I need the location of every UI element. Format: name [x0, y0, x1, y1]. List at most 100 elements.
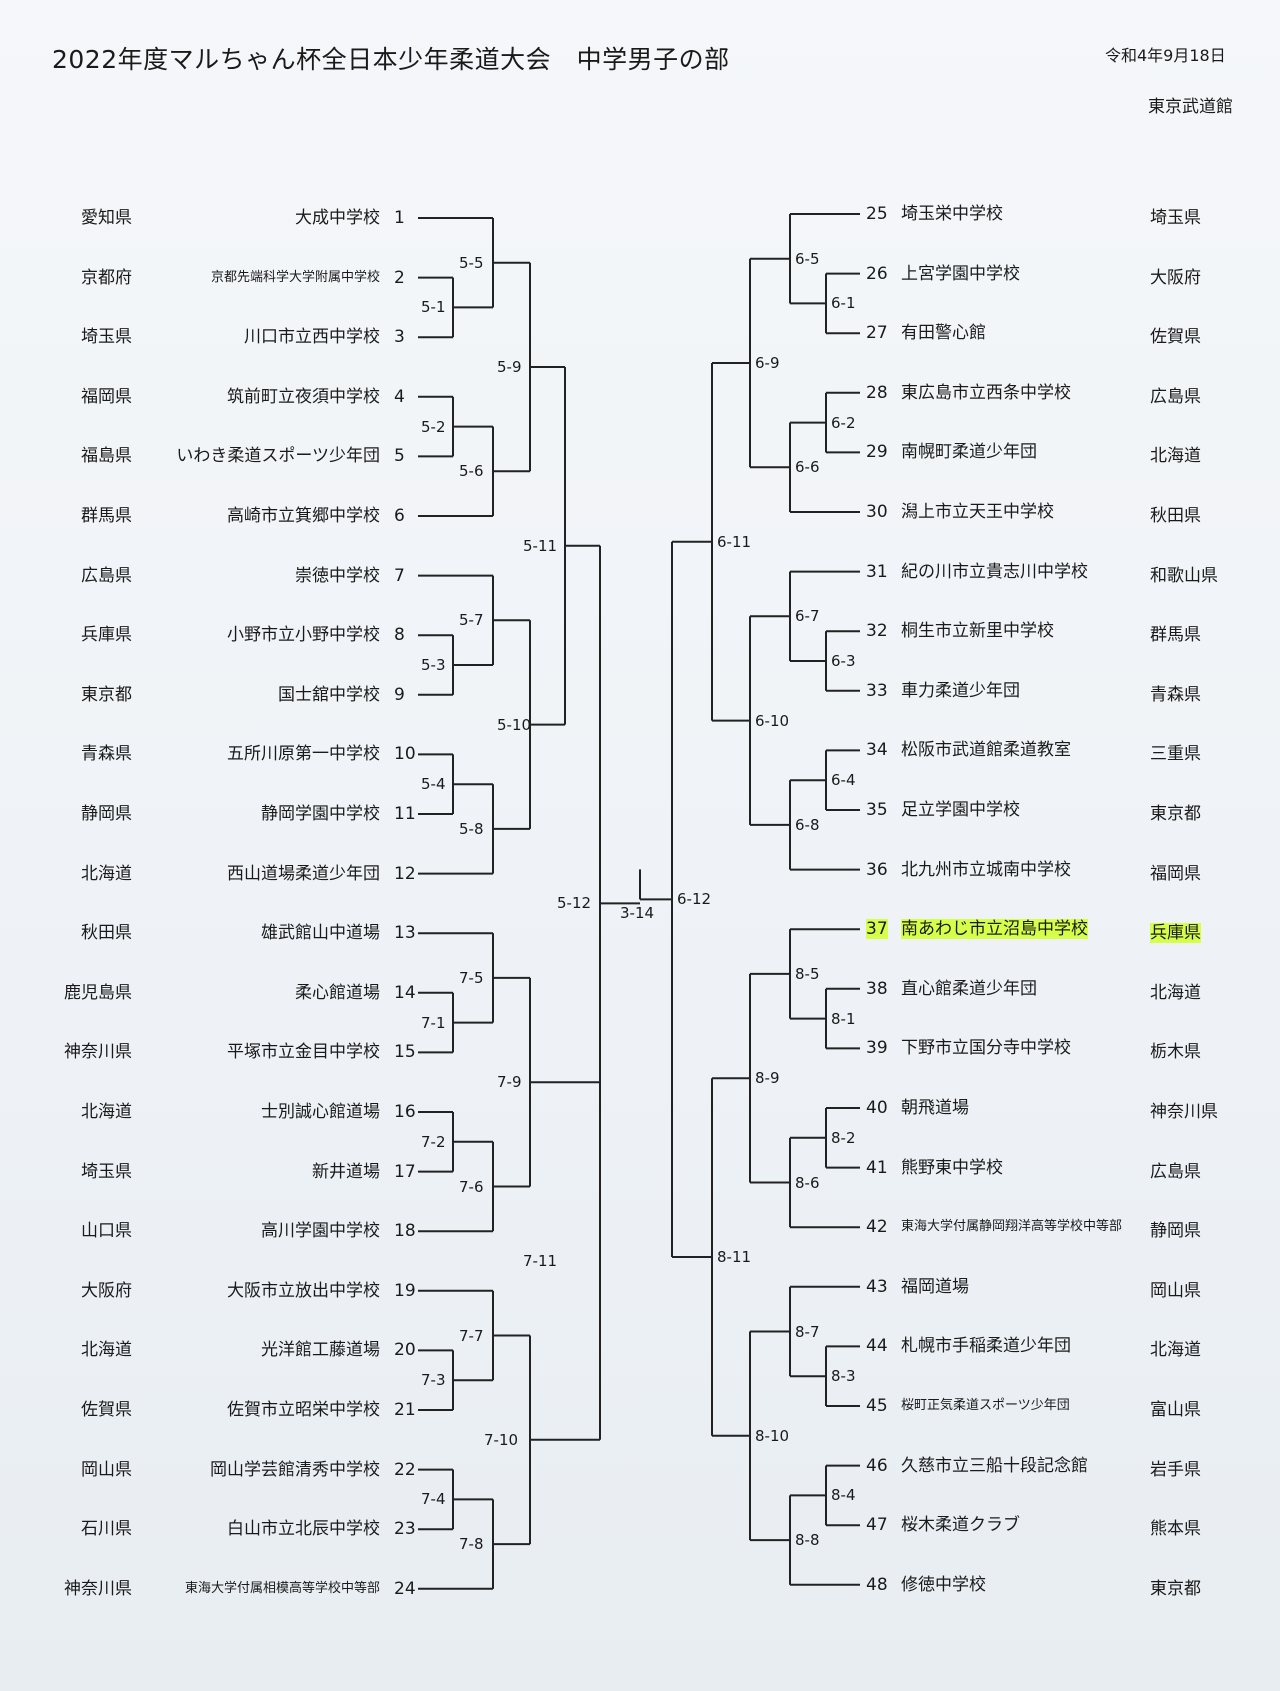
- entry-number: 23: [394, 1519, 416, 1540]
- entry-number: 14: [394, 982, 416, 1003]
- page-title: 2022年度マルちゃん杯全日本少年柔道大会 中学男子の部: [52, 45, 730, 74]
- entry-school: 崇徳中学校: [295, 565, 380, 586]
- match-label: 6-10: [755, 711, 790, 730]
- entry-prefecture: 北海道: [1150, 982, 1201, 1003]
- match-label: 6-5: [795, 249, 820, 268]
- entry-prefecture: 和歌山県: [1150, 565, 1218, 586]
- entry-prefecture: 栃木県: [1150, 1042, 1201, 1063]
- match-label: 8-5: [795, 964, 820, 983]
- entry-prefecture: 北海道: [1150, 1340, 1201, 1361]
- entry-school: 修徳中学校: [901, 1574, 986, 1595]
- entry-number: 38: [866, 978, 888, 999]
- entry-school: 埼玉栄中学校: [901, 204, 1003, 224]
- entry-school: 五所川原第一中学校: [227, 744, 380, 765]
- entry-prefecture: 石川県: [81, 1519, 132, 1540]
- entry-prefecture: 東京都: [81, 684, 132, 705]
- entry-prefecture: 広島県: [81, 565, 132, 586]
- entry-school: 東海大学付属静岡翔洋高等学校中等部: [901, 1219, 1123, 1235]
- entry-school: 桜町正気柔道スポーツ少年団: [901, 1398, 1070, 1413]
- entry-prefecture: 大阪府: [81, 1280, 132, 1301]
- entry-number: 1: [394, 208, 405, 228]
- event-venue: 東京武道館: [1148, 97, 1233, 117]
- entry-number: 34: [866, 740, 888, 761]
- entry-number: 15: [394, 1042, 416, 1063]
- entry-number: 43: [866, 1276, 888, 1297]
- entry-prefecture: 秋田県: [1150, 506, 1201, 526]
- match-label: 3-14: [620, 904, 655, 923]
- entry-number: 26: [866, 263, 888, 284]
- entry-school: 南幌町柔道少年団: [901, 442, 1037, 463]
- entry-number: 42: [866, 1217, 888, 1238]
- entry-prefecture: 岡山県: [81, 1459, 132, 1480]
- entry-school: 川口市立西中学校: [244, 327, 380, 348]
- entry-number: 2: [394, 267, 405, 288]
- entry-prefecture: 北海道: [81, 1340, 132, 1361]
- entry-school: 佐賀市立昭栄中学校: [227, 1400, 380, 1420]
- entry-prefecture: 静岡県: [81, 804, 132, 824]
- entry-school: 桐生市立新里中学校: [901, 621, 1054, 642]
- match-label: 5-9: [497, 358, 522, 376]
- match-label: 8-6: [795, 1173, 820, 1192]
- entry-number: 9: [394, 684, 405, 705]
- match-label: 5-11: [523, 536, 558, 555]
- entry-number: 18: [394, 1221, 416, 1242]
- entry-school: 足立学園中学校: [901, 800, 1020, 820]
- entry-prefecture: 北海道: [1150, 446, 1201, 467]
- entry-number: 19: [394, 1280, 416, 1301]
- match-label: 6-6: [795, 458, 820, 477]
- entry-number: 21: [394, 1400, 416, 1420]
- entry-prefecture: 愛知県: [81, 208, 132, 228]
- entry-school: 有田警心館: [901, 323, 986, 344]
- match-label: 7-2: [421, 1132, 446, 1151]
- entry-number: 35: [866, 800, 888, 820]
- match-label: 6-11: [717, 532, 752, 551]
- entry-prefecture: 埼玉県: [1150, 208, 1201, 228]
- entry-number: 48: [866, 1574, 888, 1595]
- entry-school: 桜木柔道クラブ: [901, 1515, 1020, 1536]
- entry-school: 雄武館山中道場: [261, 923, 380, 944]
- entry-school: 大成中学校: [295, 208, 380, 228]
- match-label: 7-10: [484, 1430, 519, 1449]
- entry-prefecture: 富山県: [1150, 1400, 1201, 1420]
- match-label: 6-7: [795, 607, 820, 626]
- entry-prefecture: 広島県: [1150, 386, 1201, 407]
- entry-school: 東海大学付属相模高等学校中等部: [184, 1580, 380, 1596]
- entry-number: 46: [866, 1455, 888, 1476]
- match-label: 5-5: [459, 253, 484, 272]
- entry-prefecture: 神奈川県: [64, 1578, 132, 1599]
- entry-number: 47: [866, 1515, 888, 1536]
- match-label: 8-4: [831, 1486, 856, 1505]
- match-label: 8-1: [831, 1009, 856, 1028]
- entry-number: 4: [394, 386, 405, 407]
- entry-school: 京都先端科学大学附属中学校: [210, 269, 380, 285]
- match-label: 6-8: [795, 815, 820, 834]
- entry-school: 札幌市手稲柔道少年団: [901, 1336, 1071, 1357]
- entry-school: 久慈市立三船十段記念館: [901, 1455, 1088, 1476]
- entry-number: 22: [394, 1459, 416, 1480]
- entry-prefecture: 熊本県: [1150, 1519, 1201, 1540]
- entry-prefecture: 北海道: [81, 1102, 132, 1122]
- event-date: 令和4年9月18日: [1105, 46, 1226, 65]
- entry-prefecture: 岩手県: [1150, 1459, 1201, 1480]
- entry-school: 東広島市立西条中学校: [901, 382, 1071, 403]
- match-label: 7-7: [459, 1326, 484, 1345]
- entry-prefecture: 神奈川県: [1150, 1102, 1218, 1122]
- entry-school: 北九州市立城南中学校: [901, 859, 1071, 880]
- entry-prefecture: 大阪府: [1150, 267, 1201, 288]
- entry-school: 士別誠心館道場: [261, 1102, 380, 1122]
- entry-prefecture: 佐賀県: [1150, 327, 1201, 348]
- entry-school: 下野市立国分寺中学校: [901, 1038, 1071, 1059]
- entry-prefecture: 鹿児島県: [64, 982, 132, 1003]
- entry-number: 29: [866, 442, 888, 463]
- entry-number: 13: [394, 923, 416, 944]
- entry-number: 33: [866, 680, 888, 701]
- entry-school: 柔心館道場: [295, 982, 380, 1003]
- entry-number: 30: [866, 502, 888, 522]
- match-label: 8-10: [755, 1426, 790, 1445]
- entry-prefecture: 岡山県: [1150, 1280, 1201, 1301]
- match-label: 5-3: [421, 656, 446, 674]
- entry-number: 44: [866, 1336, 888, 1357]
- entry-number: 10: [394, 744, 416, 765]
- entry-school: 朝飛道場: [901, 1098, 969, 1118]
- entry-school: 小野市立小野中学校: [227, 625, 380, 646]
